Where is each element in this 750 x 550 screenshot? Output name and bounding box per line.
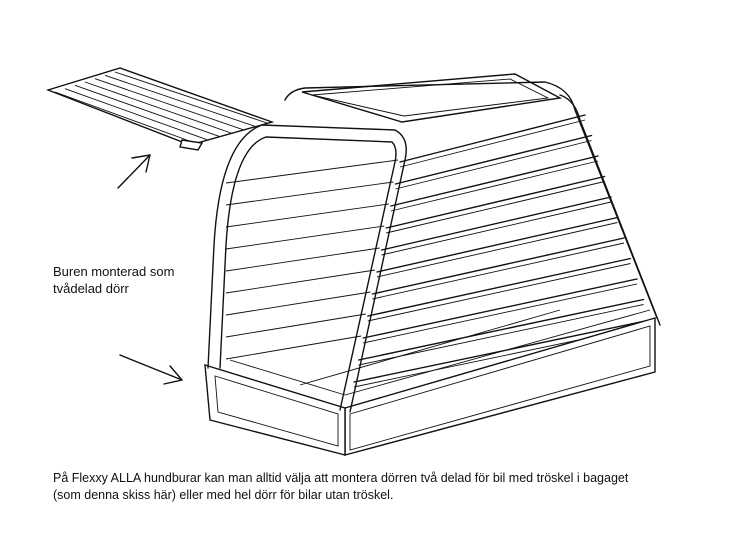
rear-frame xyxy=(284,81,658,319)
bar xyxy=(390,155,599,207)
bar xyxy=(376,222,618,278)
side-bars xyxy=(353,114,651,388)
bar xyxy=(390,160,599,212)
bar xyxy=(399,119,586,168)
bar xyxy=(225,269,376,294)
bar xyxy=(114,71,268,124)
cage-annotation: Buren monterad som tvådelad dörr xyxy=(53,263,213,297)
bar xyxy=(225,181,394,206)
bar xyxy=(84,81,232,134)
bar xyxy=(363,283,638,344)
bar xyxy=(371,237,625,295)
bar xyxy=(54,91,196,144)
bar xyxy=(376,216,619,273)
arrow-icon-upper xyxy=(117,154,151,189)
bar xyxy=(386,181,605,234)
bar xyxy=(225,225,385,250)
bar xyxy=(225,313,366,338)
bar xyxy=(225,247,380,272)
bar xyxy=(381,201,612,256)
bar xyxy=(385,175,606,229)
bar xyxy=(394,134,593,185)
bar xyxy=(358,304,644,366)
caption-line-2: (som denna skiss här) eller med hel dörr… xyxy=(53,488,394,502)
open-door-panel xyxy=(45,67,275,146)
caption-line-1: På Flexxy ALLA hundburar kan man alltid … xyxy=(53,471,629,485)
bar xyxy=(372,242,625,300)
bar xyxy=(362,278,638,339)
bar xyxy=(399,114,586,163)
bar xyxy=(395,140,592,190)
bar xyxy=(380,196,612,251)
arrow-icon-lower xyxy=(119,354,183,385)
bar xyxy=(74,84,220,137)
cage-top-plate xyxy=(301,73,563,123)
bar xyxy=(104,74,256,127)
bar xyxy=(225,203,389,228)
bar xyxy=(225,335,362,360)
bar xyxy=(367,257,632,317)
annotation-line-2: tvådelad dörr xyxy=(53,281,129,296)
annotation-line-1: Buren monterad som xyxy=(53,264,175,279)
bar xyxy=(357,298,645,361)
bar xyxy=(225,291,371,316)
left-bars xyxy=(225,159,399,360)
bar xyxy=(64,88,208,141)
tray-front-panel xyxy=(204,364,346,456)
bar xyxy=(367,263,631,322)
door-bars xyxy=(54,71,268,144)
front-frame xyxy=(207,124,407,413)
bar xyxy=(94,78,244,131)
caption: På Flexxy ALLA hundburar kan man alltid … xyxy=(53,470,733,504)
bar xyxy=(225,159,399,184)
